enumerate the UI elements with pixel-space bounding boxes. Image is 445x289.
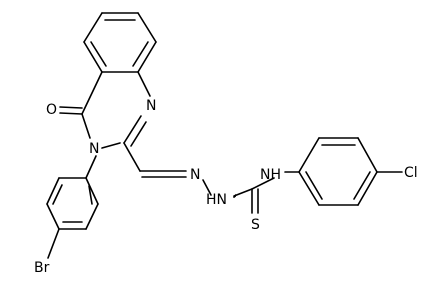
label-aryl-nh: NH bbox=[260, 167, 281, 183]
label-imine-nitrogen: N bbox=[190, 167, 200, 183]
label-ring-nitrogen-1: N bbox=[146, 98, 156, 114]
label-thione-sulfur: S bbox=[251, 217, 260, 233]
label-hydrazide-nh: HN bbox=[206, 192, 227, 208]
chlorophenyl-ring bbox=[284, 137, 403, 206]
label-bromine: Br bbox=[34, 260, 50, 276]
label-carbonyl-oxygen: O bbox=[46, 102, 57, 118]
bromophenyl-ring bbox=[46, 155, 99, 259]
carbonyl-bond bbox=[59, 106, 83, 115]
pyrimidinone-ring bbox=[81, 71, 151, 149]
hydrazone-linker bbox=[123, 142, 212, 196]
label-chlorine: Cl bbox=[404, 165, 418, 181]
label-ring-nitrogen-3: N bbox=[89, 141, 99, 157]
benzo-ring bbox=[83, 12, 157, 73]
thiourea-bonds bbox=[233, 177, 275, 214]
